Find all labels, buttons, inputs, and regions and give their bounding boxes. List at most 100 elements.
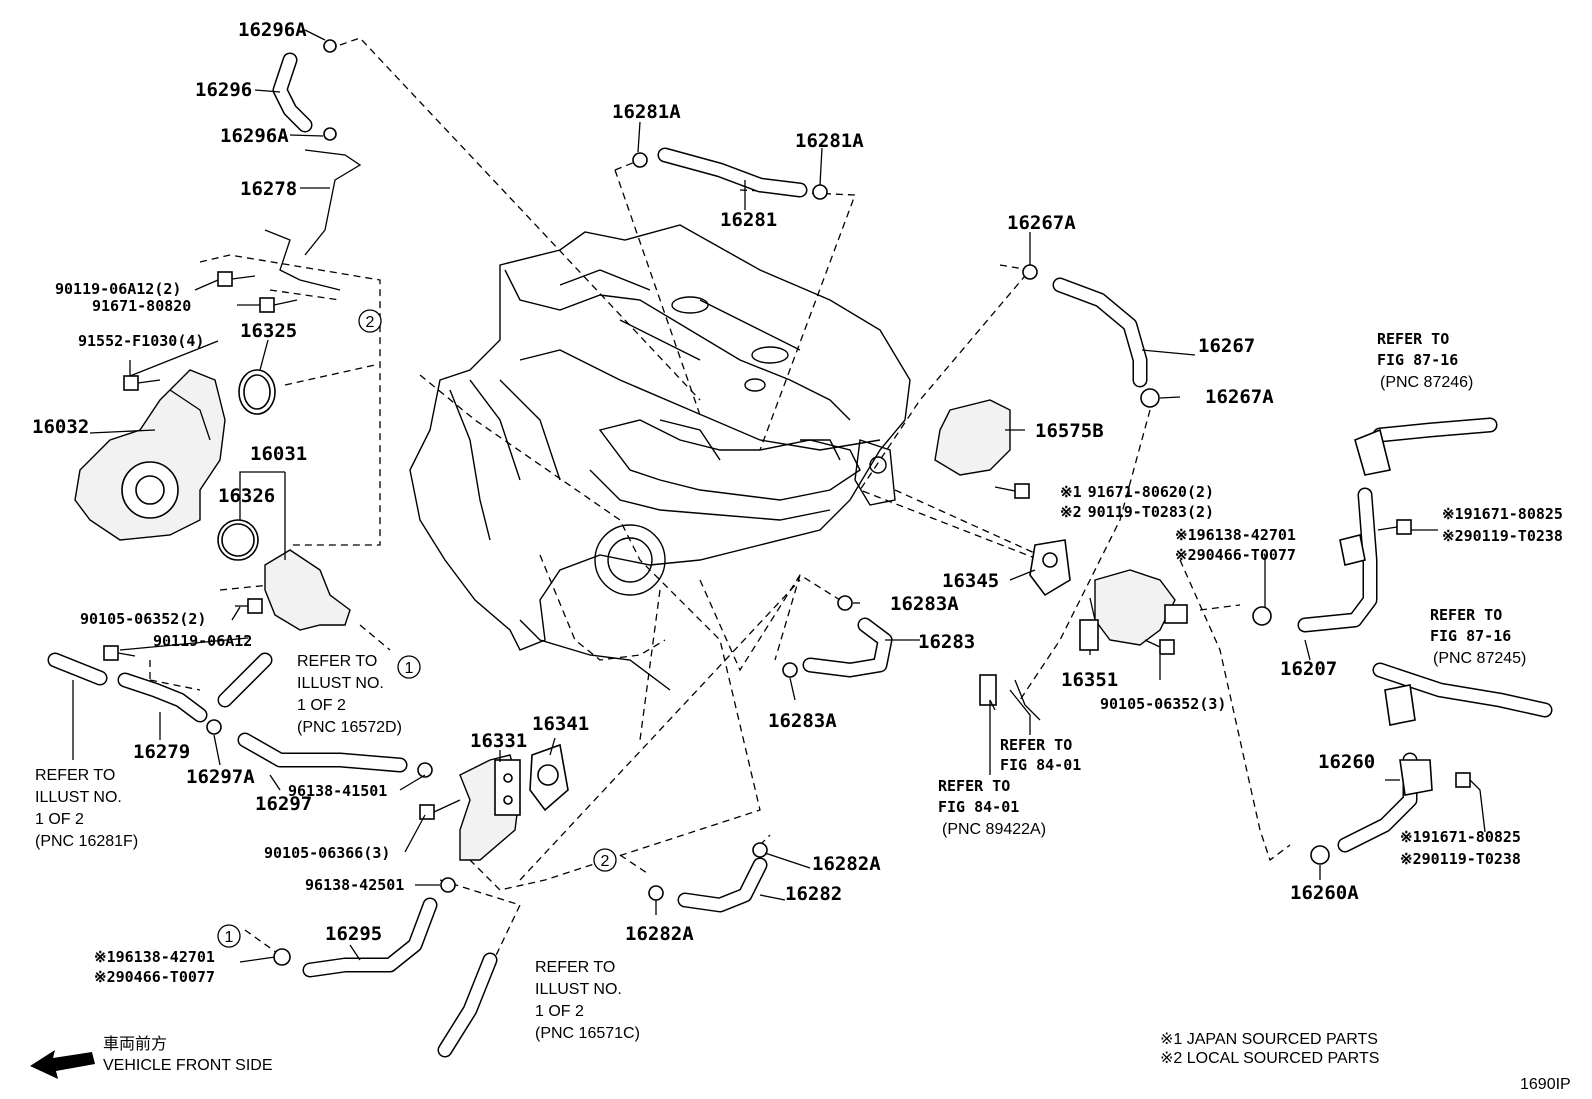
hose-16283[interactable] — [802, 617, 893, 678]
gasket-16325[interactable] — [238, 369, 276, 415]
bolt-90105-06352-2[interactable] — [235, 598, 263, 614]
label-91671-80820[interactable]: 91671-80820 — [92, 297, 191, 315]
gasket-16345[interactable] — [1029, 539, 1071, 597]
label-16351[interactable]: 16351 — [1061, 669, 1118, 691]
refer-note-16572D[interactable]: REFER TO ILLUST NO. 1 OF 2 (PNC 16572D) — [297, 653, 402, 736]
label-16260A[interactable]: 16260A — [1290, 882, 1359, 904]
bolt-90105-06352-3[interactable] — [1144, 639, 1175, 655]
refer-note-16571C[interactable]: REFER TO ILLUST NO. 1 OF 2 (PNC 16571C) — [535, 959, 640, 1042]
label-96138-42701-b[interactable]: ※196138-42701 — [1175, 526, 1296, 544]
hose-16279[interactable] — [117, 672, 208, 723]
label-16281A-left[interactable]: 16281A — [612, 101, 681, 123]
clamp-16281A-right[interactable] — [812, 184, 828, 200]
thermostat-16351[interactable] — [1079, 569, 1188, 651]
label-96138-41501[interactable]: 96138-41501 — [288, 782, 387, 800]
clamp-16283A-top[interactable] — [837, 595, 853, 611]
label-16575B[interactable]: 16575B — [1035, 420, 1104, 442]
clamp-96138-41501[interactable] — [417, 762, 433, 778]
part-16296-hose[interactable] — [272, 52, 313, 133]
hose-16281[interactable] — [657, 147, 808, 198]
pipe-16278[interactable] — [264, 149, 362, 291]
label-16260[interactable]: 16260 — [1318, 751, 1375, 773]
bolt-91671-80820[interactable] — [259, 297, 298, 313]
bolt-91671-80825-b[interactable] — [1455, 772, 1486, 833]
pipe-16260[interactable] — [1337, 752, 1433, 853]
label-96138-42701-a[interactable]: ※196138-42701 — [94, 948, 215, 966]
label-90105-06366[interactable]: 90105-06366(3) — [264, 844, 390, 862]
label-16032[interactable]: 16032 — [32, 416, 89, 438]
label-90119-T0238-a[interactable]: ※290119-T0238 — [1442, 527, 1563, 545]
bolt-91671-80620[interactable] — [994, 483, 1030, 499]
label-90466-T0077-a[interactable]: ※290466-T0077 — [94, 968, 215, 986]
hose-16297[interactable] — [237, 732, 408, 773]
clamp-96138-42501[interactable] — [440, 877, 456, 893]
label-16295[interactable]: 16295 — [325, 923, 382, 945]
clamp-16296A-mid[interactable] — [323, 127, 337, 141]
label-91671-80825-b[interactable]: ※191671-80825 — [1400, 828, 1521, 846]
label-90466-T0077-b[interactable]: ※290466-T0077 — [1175, 546, 1296, 564]
label-16283[interactable]: 16283 — [918, 631, 975, 653]
label-90119-T0238-b[interactable]: ※290119-T0238 — [1400, 850, 1521, 868]
label-90119-06A12[interactable]: 90119-06A12 — [153, 632, 252, 650]
o-ring-16326[interactable] — [217, 519, 259, 561]
label-16282A-left[interactable]: 16282A — [625, 923, 694, 945]
label-16207[interactable]: 16207 — [1280, 658, 1337, 680]
refer-note-fig-84-01-b[interactable]: REFER TO FIG 84-01 (PNC 89422A) — [938, 777, 1046, 838]
clamp-16260A[interactable] — [1310, 845, 1330, 865]
pipe-16207[interactable] — [1297, 487, 1378, 633]
refer-note-16281F[interactable]: REFER TO ILLUST NO. 1 OF 2 (PNC 16281F) — [35, 767, 138, 850]
label-16267[interactable]: 16267 — [1198, 335, 1255, 357]
refer-note-fig-84-01-a[interactable]: REFER TO FIG 84-01 — [1000, 736, 1081, 774]
housing-16331[interactable] — [459, 754, 521, 861]
bolt-90119-06A12-b[interactable] — [103, 645, 136, 661]
label-16326[interactable]: 16326 — [218, 485, 275, 507]
bolt-91671-80825-a[interactable] — [1377, 519, 1412, 535]
label-16297A[interactable]: 16297A — [186, 766, 255, 788]
label-90119-06A12-2[interactable]: 90119-06A12(2) — [55, 280, 181, 298]
clamp-96138-42701-a[interactable] — [273, 948, 291, 966]
label-16282[interactable]: 16282 — [785, 883, 842, 905]
label-16281A-right[interactable]: 16281A — [795, 130, 864, 152]
clamp-16297A[interactable] — [206, 719, 222, 735]
clamp-16282A-left[interactable] — [648, 885, 664, 901]
label-16331[interactable]: 16331 — [470, 730, 527, 752]
refer-note-fig-87-16-b[interactable]: REFER TO FIG 87-16 (PNC 87245) — [1430, 606, 1526, 667]
label-16279[interactable]: 16279 — [133, 741, 190, 763]
clamp-16267A-top[interactable] — [1022, 264, 1038, 280]
label-16296[interactable]: 16296 — [195, 79, 252, 101]
clamp-16283A-bottom[interactable] — [782, 662, 798, 678]
hose-16267[interactable] — [1052, 277, 1148, 388]
gasket-16341[interactable] — [529, 743, 569, 812]
hose-16282[interactable] — [677, 857, 768, 913]
clamp-96138-42701-b[interactable] — [1252, 606, 1272, 626]
label-16283A-top[interactable]: 16283A — [890, 593, 959, 615]
label-16281[interactable]: 16281 — [720, 209, 777, 231]
clamp-16281A-left[interactable] — [632, 152, 648, 168]
bracket-16575B[interactable] — [934, 399, 1011, 476]
bolt-90119-06A12[interactable] — [217, 271, 256, 287]
label-16282A-right[interactable]: 16282A — [812, 853, 881, 875]
water-pump-16032[interactable] — [74, 369, 226, 541]
label-91552-F1030[interactable]: 91552-F1030(4) — [78, 332, 204, 350]
hose-16295[interactable] — [302, 897, 438, 978]
label-16296A-mid[interactable]: 16296A — [220, 125, 289, 147]
refer-note-fig-87-16-a[interactable]: REFER TO FIG 87-16 (PNC 87246) — [1377, 330, 1473, 391]
label-16325[interactable]: 16325 — [240, 320, 297, 342]
label-16345[interactable]: 16345 — [942, 570, 999, 592]
clamp-16282A-right[interactable] — [752, 842, 768, 858]
label-96138-42501[interactable]: 96138-42501 — [305, 876, 404, 894]
label-16267A-bottom[interactable]: 16267A — [1205, 386, 1274, 408]
clamp-16296A-top[interactable] — [323, 39, 337, 53]
label-16296A-top[interactable]: 16296A — [238, 19, 307, 41]
inlet-16031[interactable] — [264, 549, 351, 631]
label-90105-06352-2[interactable]: 90105-06352(2) — [80, 610, 206, 628]
label-16341[interactable]: 16341 — [532, 713, 589, 735]
bolt-90105-06366[interactable] — [419, 799, 461, 820]
label-16278[interactable]: 16278 — [240, 178, 297, 200]
label-90105-06352-3[interactable]: 90105-06352(3) — [1100, 695, 1226, 713]
bolt-91552-F1030[interactable] — [123, 375, 161, 391]
label-91671-80825-a[interactable]: ※191671-80825 — [1442, 505, 1563, 523]
label-16267A-top[interactable]: 16267A — [1007, 212, 1076, 234]
